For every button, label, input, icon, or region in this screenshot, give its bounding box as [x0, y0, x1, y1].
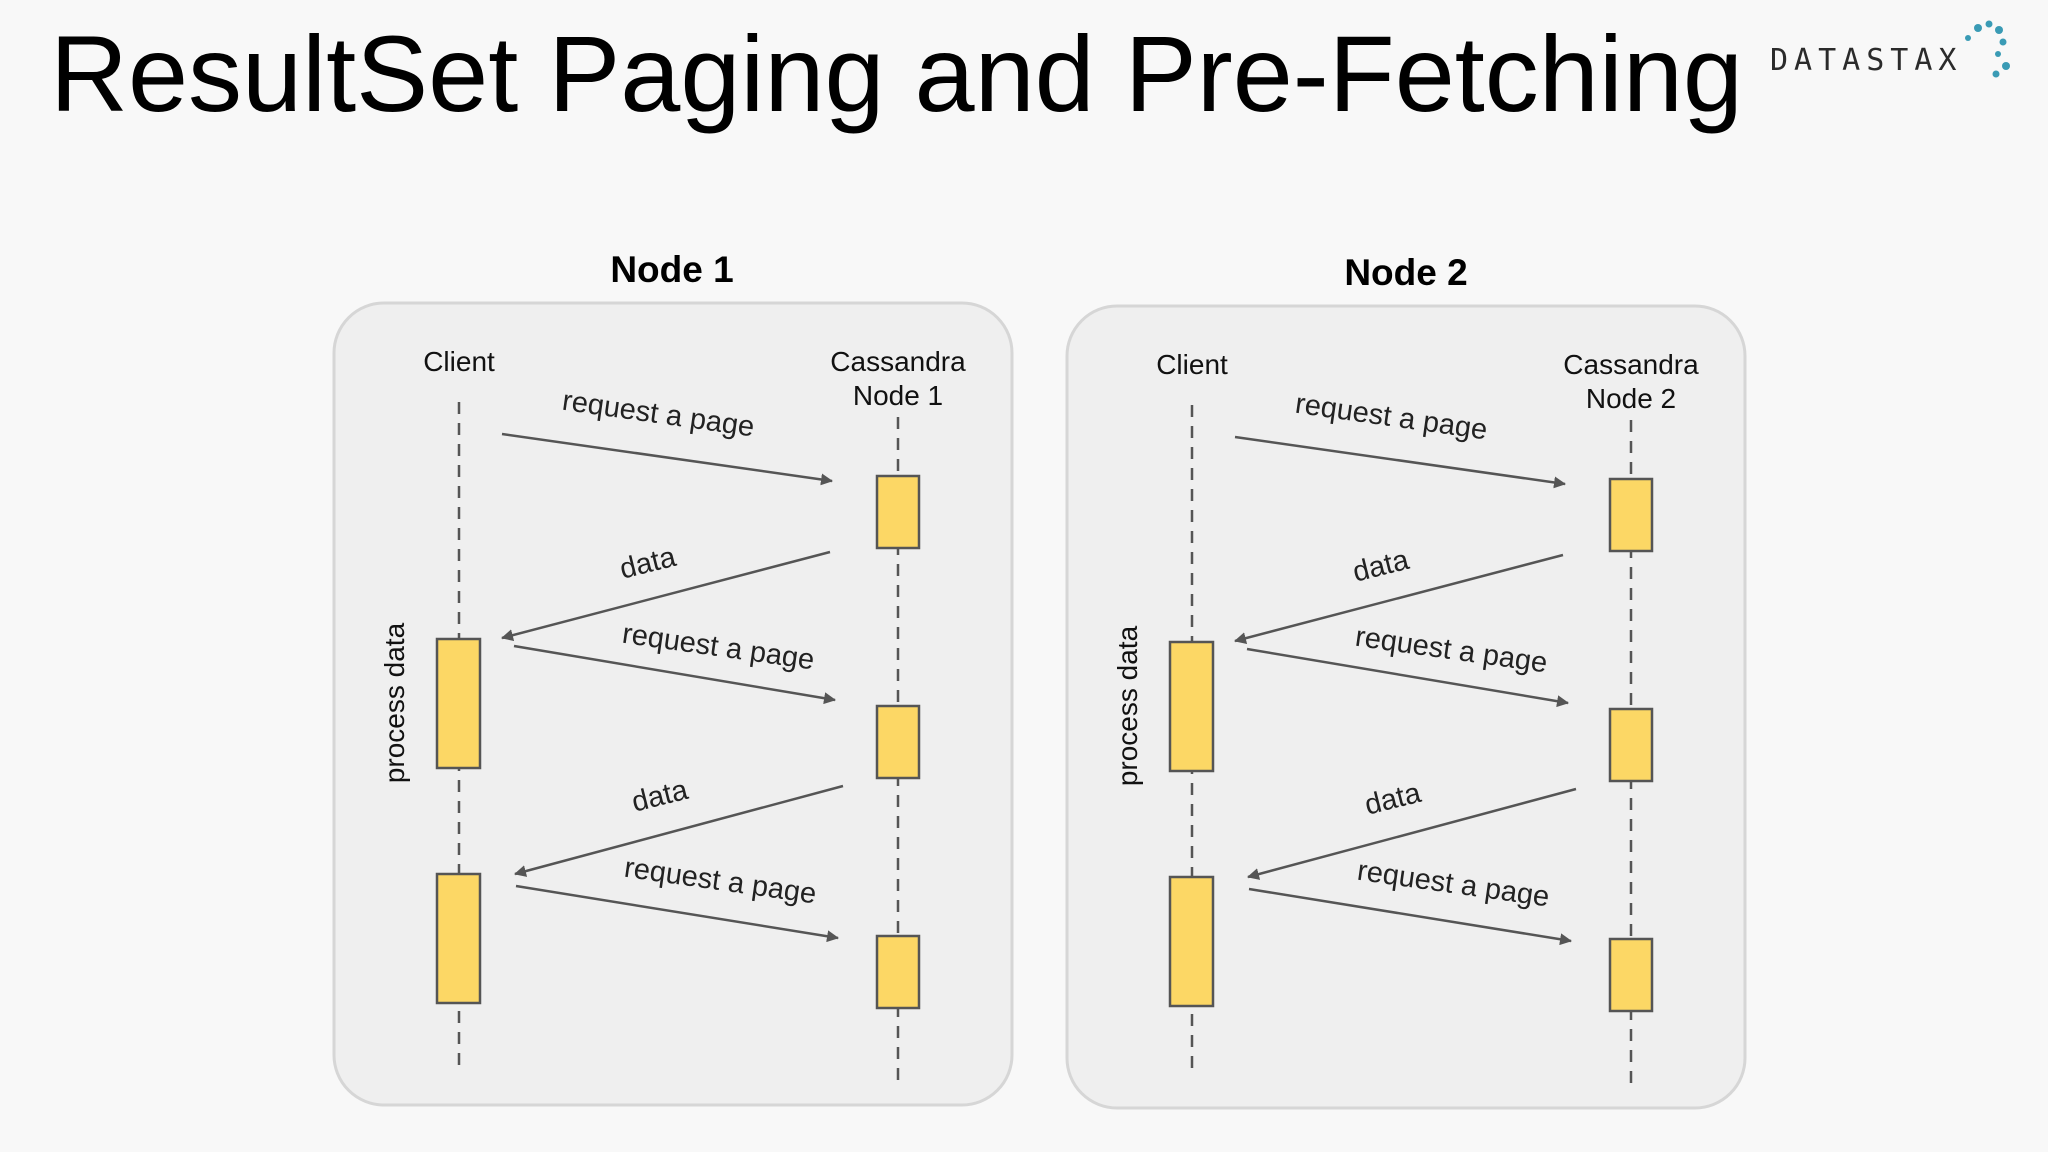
- request-arrow: [515, 884, 839, 943]
- request-arrow: [513, 644, 836, 705]
- server-label-line2: Node 1: [853, 380, 943, 411]
- server-activation: [875, 474, 921, 550]
- panel-background: [1065, 304, 1747, 1110]
- datastax-logo: DATASTAX: [1770, 20, 2010, 78]
- server-label-line1: Cassandra: [830, 346, 966, 377]
- request-arrow: [1246, 647, 1569, 708]
- data-arrow: [1234, 553, 1564, 645]
- request-arrow: [501, 432, 833, 486]
- client-activation: [1168, 640, 1215, 773]
- server-activation: [1608, 937, 1654, 1013]
- logo-dots-icon: [1965, 20, 2010, 78]
- client-activation: [435, 637, 482, 770]
- client-activation: [1168, 875, 1215, 1008]
- logo-wordmark: DATASTAX: [1770, 43, 1963, 78]
- process-data-label: process data: [379, 622, 410, 783]
- server-label-line2: Node 2: [1586, 383, 1676, 414]
- server-activation: [1608, 707, 1654, 783]
- request-arrow: [1234, 435, 1566, 489]
- client-label: Client: [423, 346, 495, 377]
- process-data-label: process data: [1112, 625, 1143, 786]
- server-label-line1: Cassandra: [1563, 349, 1699, 380]
- panel-node-2: Node 2 Client Cassandra Node 2 request a…: [1065, 252, 1747, 1110]
- data-arrow: [514, 784, 844, 877]
- panel-heading: Node 2: [1344, 252, 1467, 293]
- request-arrow: [1248, 887, 1572, 946]
- panel-node-1: Node 1 Client Cassandra Node 1 request a…: [332, 249, 1014, 1107]
- data-arrow: [1247, 787, 1577, 880]
- server-activation: [1608, 477, 1654, 553]
- data-arrow: [501, 550, 831, 642]
- panel-background: [332, 301, 1014, 1107]
- client-activation: [435, 872, 482, 1005]
- client-label: Client: [1156, 349, 1228, 380]
- slide-title: ResultSet Paging and Pre-Fetching: [50, 13, 1743, 134]
- panel-heading: Node 1: [610, 249, 733, 290]
- server-activation: [875, 704, 921, 780]
- server-activation: [875, 934, 921, 1010]
